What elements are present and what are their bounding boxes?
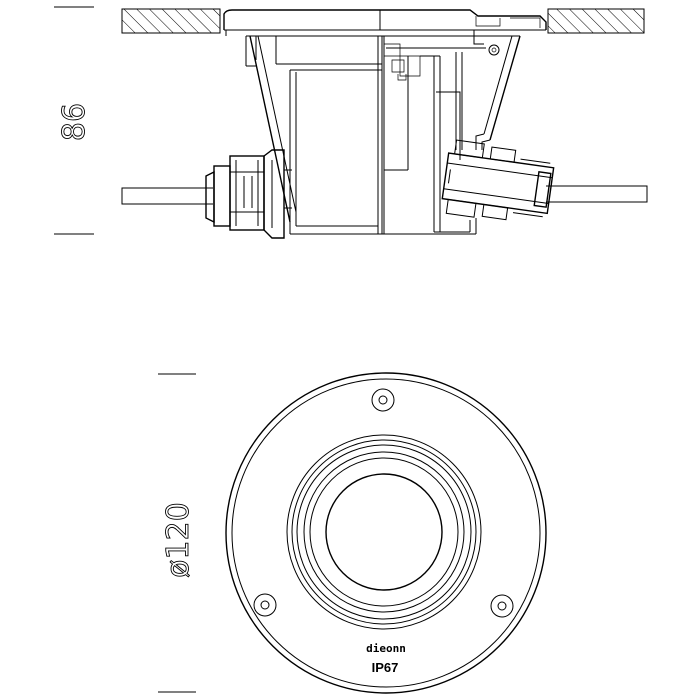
cables [121,185,648,205]
lens-bezel [286,434,482,630]
inner-rim [231,378,541,688]
diameter-label: ø120 [161,502,196,578]
screw-right [490,594,514,618]
height-label: 86 [57,103,92,141]
outer-rim [225,372,547,694]
brand-marking: dieonn [366,642,406,655]
right-cable-gland [441,139,555,221]
side-view: 86 [54,6,648,239]
left-cable-gland [205,149,292,239]
screw-top [371,388,395,412]
ceiling-slab [121,8,645,34]
ip-rating-marking: IP67 [372,660,399,675]
lens-opening [325,473,443,591]
top-flange [223,9,547,31]
top-view: ø120 dieonn IP67 [158,372,547,694]
screw-left [253,593,277,617]
diameter-dimension: ø120 [158,373,196,693]
height-dimension: 86 [54,6,94,235]
housing-body [225,30,521,235]
